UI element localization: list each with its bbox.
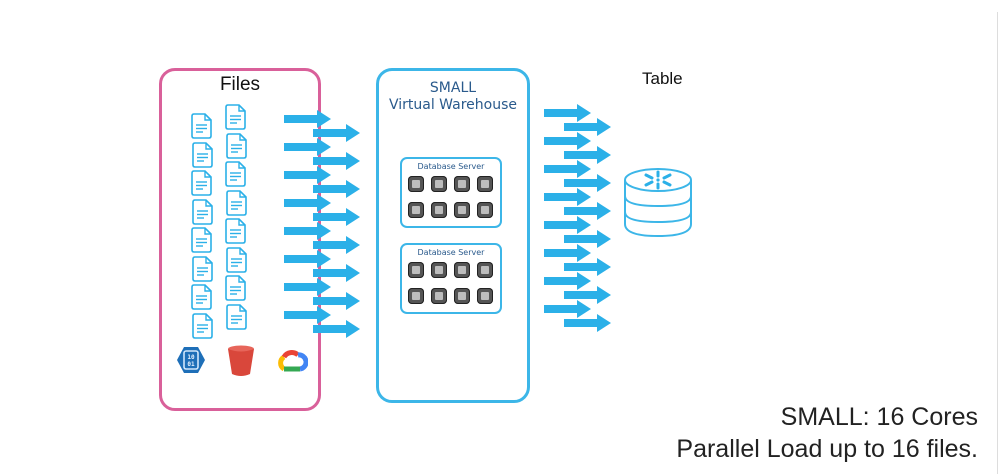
file-icon xyxy=(191,113,212,139)
flow-arrow xyxy=(313,208,360,226)
flow-arrow xyxy=(313,152,360,170)
files-panel xyxy=(159,68,321,411)
flow-arrow xyxy=(284,194,331,212)
cpu-core-icon xyxy=(431,176,447,192)
flow-arrow xyxy=(284,222,331,240)
flow-arrow xyxy=(313,180,360,198)
flow-arrow xyxy=(544,244,591,262)
flow-arrow xyxy=(564,286,611,304)
warehouse-title: SMALL Virtual Warehouse xyxy=(376,80,530,114)
flow-arrow xyxy=(564,258,611,276)
flow-arrow xyxy=(313,320,360,338)
cpu-core-icon xyxy=(408,288,424,304)
warehouse-panel xyxy=(376,68,530,403)
flow-arrow xyxy=(544,188,591,206)
flow-arrow xyxy=(544,272,591,290)
google-cloud-icon xyxy=(278,350,308,372)
flow-arrow xyxy=(284,138,331,156)
flow-arrow xyxy=(544,300,591,318)
cpu-core-icon xyxy=(477,176,493,192)
flow-arrow xyxy=(564,230,611,248)
cpu-core-icon xyxy=(477,202,493,218)
slide-edge-divider xyxy=(997,12,998,474)
flow-arrow xyxy=(544,132,591,150)
warehouse-size-label: SMALL xyxy=(429,80,477,96)
database-server-2: Database Server xyxy=(400,243,502,314)
cpu-core-icon xyxy=(408,176,424,192)
file-icon xyxy=(192,255,213,282)
svg-text:10: 10 xyxy=(187,354,195,361)
cpu-core-icon xyxy=(454,202,470,218)
flow-arrow xyxy=(544,216,591,234)
database-server-label: Database Server xyxy=(417,248,485,257)
flow-arrow xyxy=(313,236,360,254)
database-server-1: Database Server xyxy=(400,157,502,228)
flow-arrow xyxy=(284,278,331,296)
summary-parallel-load: Parallel Load up to 16 files. xyxy=(676,435,978,463)
svg-text:01: 01 xyxy=(187,361,195,368)
file-icon xyxy=(225,161,246,187)
file-icon xyxy=(226,132,247,159)
cpu-core-icon xyxy=(454,176,470,192)
snowflake-database-icon xyxy=(624,168,692,238)
flow-arrow xyxy=(564,118,611,136)
warehouse-name-label: Virtual Warehouse xyxy=(388,97,517,113)
cpu-core-icon xyxy=(454,262,470,278)
table-title: Table xyxy=(642,69,683,88)
flow-arrow xyxy=(564,314,611,332)
file-icon xyxy=(225,104,246,130)
files-title: Files xyxy=(219,74,261,95)
cpu-core-icon xyxy=(408,262,424,278)
file-icon xyxy=(191,284,212,310)
flow-arrow xyxy=(544,160,591,178)
flow-arrow xyxy=(313,264,360,282)
cpu-core-icon xyxy=(431,288,447,304)
flow-arrow xyxy=(284,110,331,128)
flow-arrow xyxy=(284,306,331,324)
file-icon xyxy=(226,246,247,273)
flow-arrow xyxy=(284,250,331,268)
cpu-core-icon xyxy=(477,288,493,304)
flow-arrow xyxy=(564,174,611,192)
flow-arrow xyxy=(284,166,331,184)
file-icon xyxy=(192,198,213,225)
cpu-core-icon xyxy=(477,262,493,278)
flow-arrow xyxy=(564,202,611,220)
file-icon xyxy=(225,218,246,244)
file-icon xyxy=(226,189,247,216)
flow-arrow xyxy=(544,104,591,122)
database-server-label: Database Server xyxy=(417,162,485,171)
aws-s3-bucket-icon xyxy=(228,345,254,376)
file-icon xyxy=(225,275,246,301)
cpu-core-icon xyxy=(431,202,447,218)
summary-cores: SMALL: 16 Cores xyxy=(780,403,978,431)
file-icon xyxy=(191,170,212,196)
flow-arrow xyxy=(313,124,360,142)
file-icon xyxy=(226,303,247,330)
file-icon xyxy=(192,141,213,168)
cpu-core-icon xyxy=(431,262,447,278)
file-icon xyxy=(192,312,213,339)
azure-blob-storage-icon: 10 01 xyxy=(177,347,205,373)
cpu-core-icon xyxy=(408,202,424,218)
flow-arrow xyxy=(313,292,360,310)
flow-arrow xyxy=(564,146,611,164)
file-icon xyxy=(191,227,212,253)
cpu-core-icon xyxy=(454,288,470,304)
